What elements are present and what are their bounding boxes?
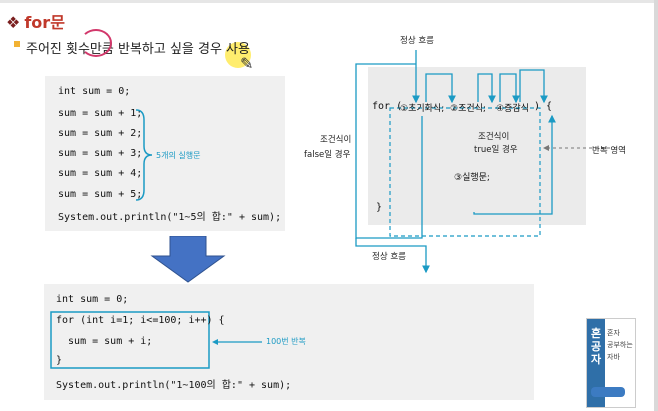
for-flow-diagram-bg <box>368 67 586 225</box>
right-rule <box>654 0 658 411</box>
loop-region-label: 반복 영역 <box>592 146 626 156</box>
pencil-cursor-icon: ✎ <box>240 54 254 73</box>
code-line: } <box>56 355 63 366</box>
for-keyword: for ( <box>372 101 403 112</box>
code-line: sum = sum + 5; <box>58 189 143 200</box>
code-block-for-loop <box>44 284 534 400</box>
code-line: sum = sum + i; <box>56 336 153 347</box>
code-line: System.out.println("1~5의 합:" + sum); <box>58 212 282 223</box>
cond-label: ②조건식; <box>450 104 486 114</box>
false-label-1: 조건식이 <box>320 135 352 145</box>
slide-subtitle: 주어진 횟수만큼 반복하고 싶을 경우 사용 <box>26 42 250 57</box>
book-spine-band <box>587 319 605 407</box>
code-line: sum = sum + 2; <box>58 128 143 139</box>
code-line: System.out.println("1~100의 합:" + sum); <box>56 380 292 391</box>
top-rule <box>0 0 658 3</box>
code-line: int sum = 0; <box>56 294 129 305</box>
init-label: ①초기화식; <box>400 104 445 114</box>
incr-label: ④증감식 <box>496 104 529 114</box>
book-decoration <box>591 387 625 397</box>
down-arrow-icon <box>150 236 226 283</box>
true-label-2: true일 경우 <box>474 145 518 155</box>
code-block-sequential <box>45 76 285 231</box>
false-label-2: false일 경우 <box>304 150 351 160</box>
code-line: sum = sum + 3; <box>58 148 143 159</box>
diamond-bullet-icon: ❖ <box>6 13 21 32</box>
true-label-1: 조건식이 <box>478 132 510 142</box>
handwritten-circle-annotation <box>80 29 112 57</box>
bottom-flow-label: 정상 흐름 <box>372 252 406 262</box>
code2-annotation: 100번 반복 <box>266 337 306 346</box>
body-label: ③실행문; <box>454 173 490 183</box>
cursor-highlight <box>225 42 251 68</box>
for-flow-diagram-lines <box>355 50 610 274</box>
for-end: } <box>376 202 383 213</box>
loop-highlight-box <box>50 311 210 369</box>
brace-icon <box>135 109 153 201</box>
code1-annotation: 5개의 실행문 <box>156 151 201 160</box>
code-line: for (int i=1; i<=100; i++) { <box>56 315 225 326</box>
slide-title: ❖for문 <box>6 9 65 33</box>
top-flow-label: 정상 흐름 <box>400 36 434 46</box>
code-line: sum = sum + 1; <box>58 108 143 119</box>
code-line: int sum = 0; <box>58 86 131 97</box>
left-arrow-icon <box>212 339 262 345</box>
slide-title-text: for문 <box>24 13 65 32</box>
code-line: sum = sum + 4; <box>58 168 143 179</box>
for-close: ) { <box>534 101 553 112</box>
square-bullet-icon <box>14 41 20 47</box>
